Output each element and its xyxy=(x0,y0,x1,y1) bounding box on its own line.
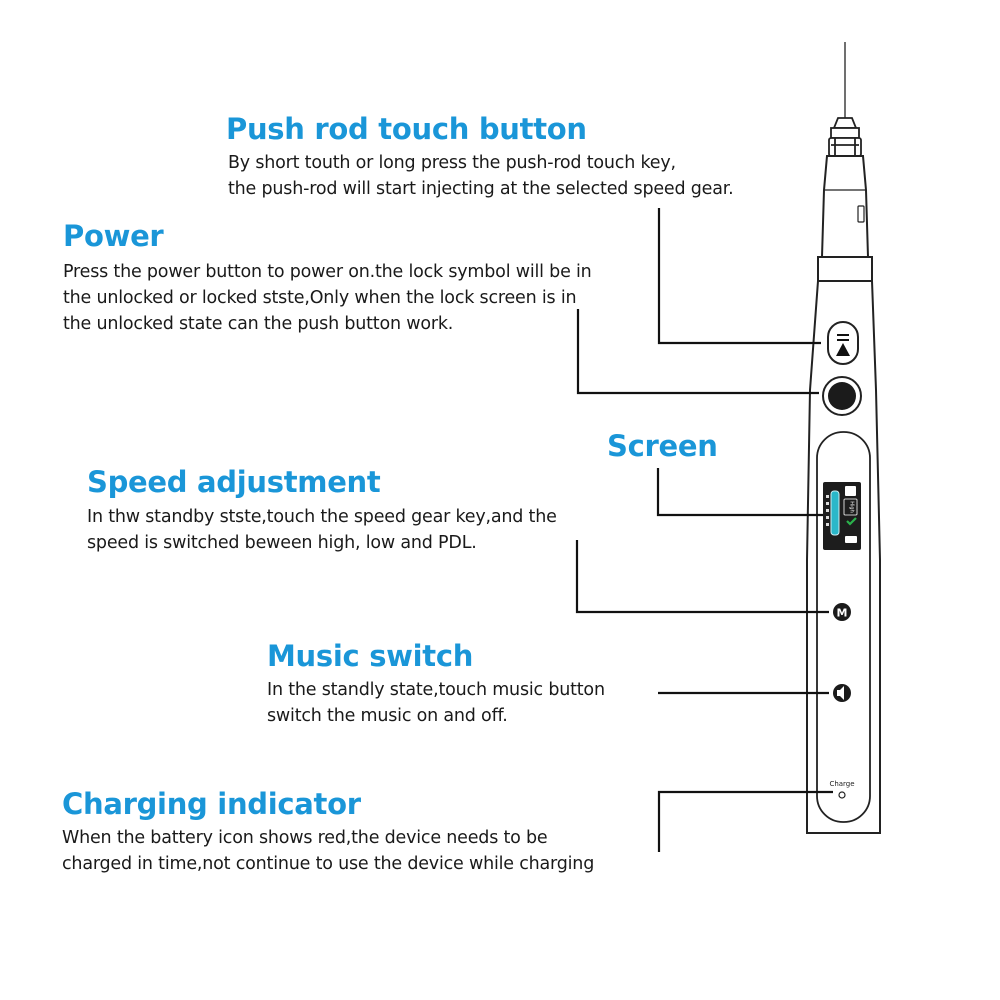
music-line-2: switch the music on and off. xyxy=(267,706,508,726)
push-rod-title: Push rod touch button xyxy=(226,112,587,146)
push-rod-description: By short touth or long press the push-ro… xyxy=(228,150,734,202)
cartridge-clip xyxy=(857,205,865,223)
power-line-1: Press the power button to power on.the l… xyxy=(63,262,592,282)
power-line-2: the unlocked or locked stste,Only when t… xyxy=(63,288,577,308)
charging-description: When the battery icon shows red,the devi… xyxy=(62,825,594,877)
svg-text:M: M xyxy=(837,607,848,620)
charge-label: Charge xyxy=(829,780,854,788)
push-rod-button[interactable] xyxy=(827,321,859,365)
charging-line-2: charged in time,not continue to use the … xyxy=(62,854,595,874)
leader-speed xyxy=(575,540,829,614)
push-rod-icon xyxy=(836,343,850,356)
music-description: In the standly state,touch music button … xyxy=(267,677,605,729)
charge-led xyxy=(838,791,846,799)
lock-icon xyxy=(845,486,856,496)
leader-charging xyxy=(657,790,833,852)
speed-description: In thw standby stste,touch the speed gea… xyxy=(87,504,557,556)
music-title: Music switch xyxy=(267,639,474,673)
leader-lines xyxy=(575,208,833,852)
charging-title: Charging indicator xyxy=(62,787,361,821)
charging-line-1: When the battery icon shows red,the devi… xyxy=(62,828,548,848)
speed-title: Speed adjustment xyxy=(87,465,381,499)
music-line-1: In the standly state,touch music button xyxy=(267,680,605,700)
power-button[interactable] xyxy=(822,376,862,416)
push-rod-line-1: By short touth or long press the push-ro… xyxy=(228,153,676,173)
screen: High xyxy=(823,482,861,550)
leader-power xyxy=(576,309,819,395)
leader-screen xyxy=(656,468,823,517)
power-line-3: the unlocked state can the push button w… xyxy=(63,314,454,334)
speed-level-bar xyxy=(830,490,840,536)
screen-title: Screen xyxy=(607,429,718,463)
speed-line-1: In thw standby stste,touch the speed gea… xyxy=(87,507,557,527)
speed-button[interactable]: M xyxy=(833,603,851,621)
charge-indicator: Charge xyxy=(829,780,855,799)
power-description: Press the power button to power on.the l… xyxy=(63,259,592,337)
music-note-icon xyxy=(846,517,857,526)
power-title: Power xyxy=(63,219,164,253)
music-button[interactable] xyxy=(833,684,851,702)
leader-push-rod xyxy=(657,208,821,345)
battery-icon xyxy=(845,536,857,543)
speaker-icon xyxy=(837,686,844,700)
screen-speed-text: High xyxy=(849,501,855,513)
collar xyxy=(817,256,873,282)
push-rod-line-2: the push-rod will start injecting at the… xyxy=(228,179,734,199)
speed-line-2: speed is switched beween high, low and P… xyxy=(87,533,477,553)
needle-hub xyxy=(828,117,862,157)
